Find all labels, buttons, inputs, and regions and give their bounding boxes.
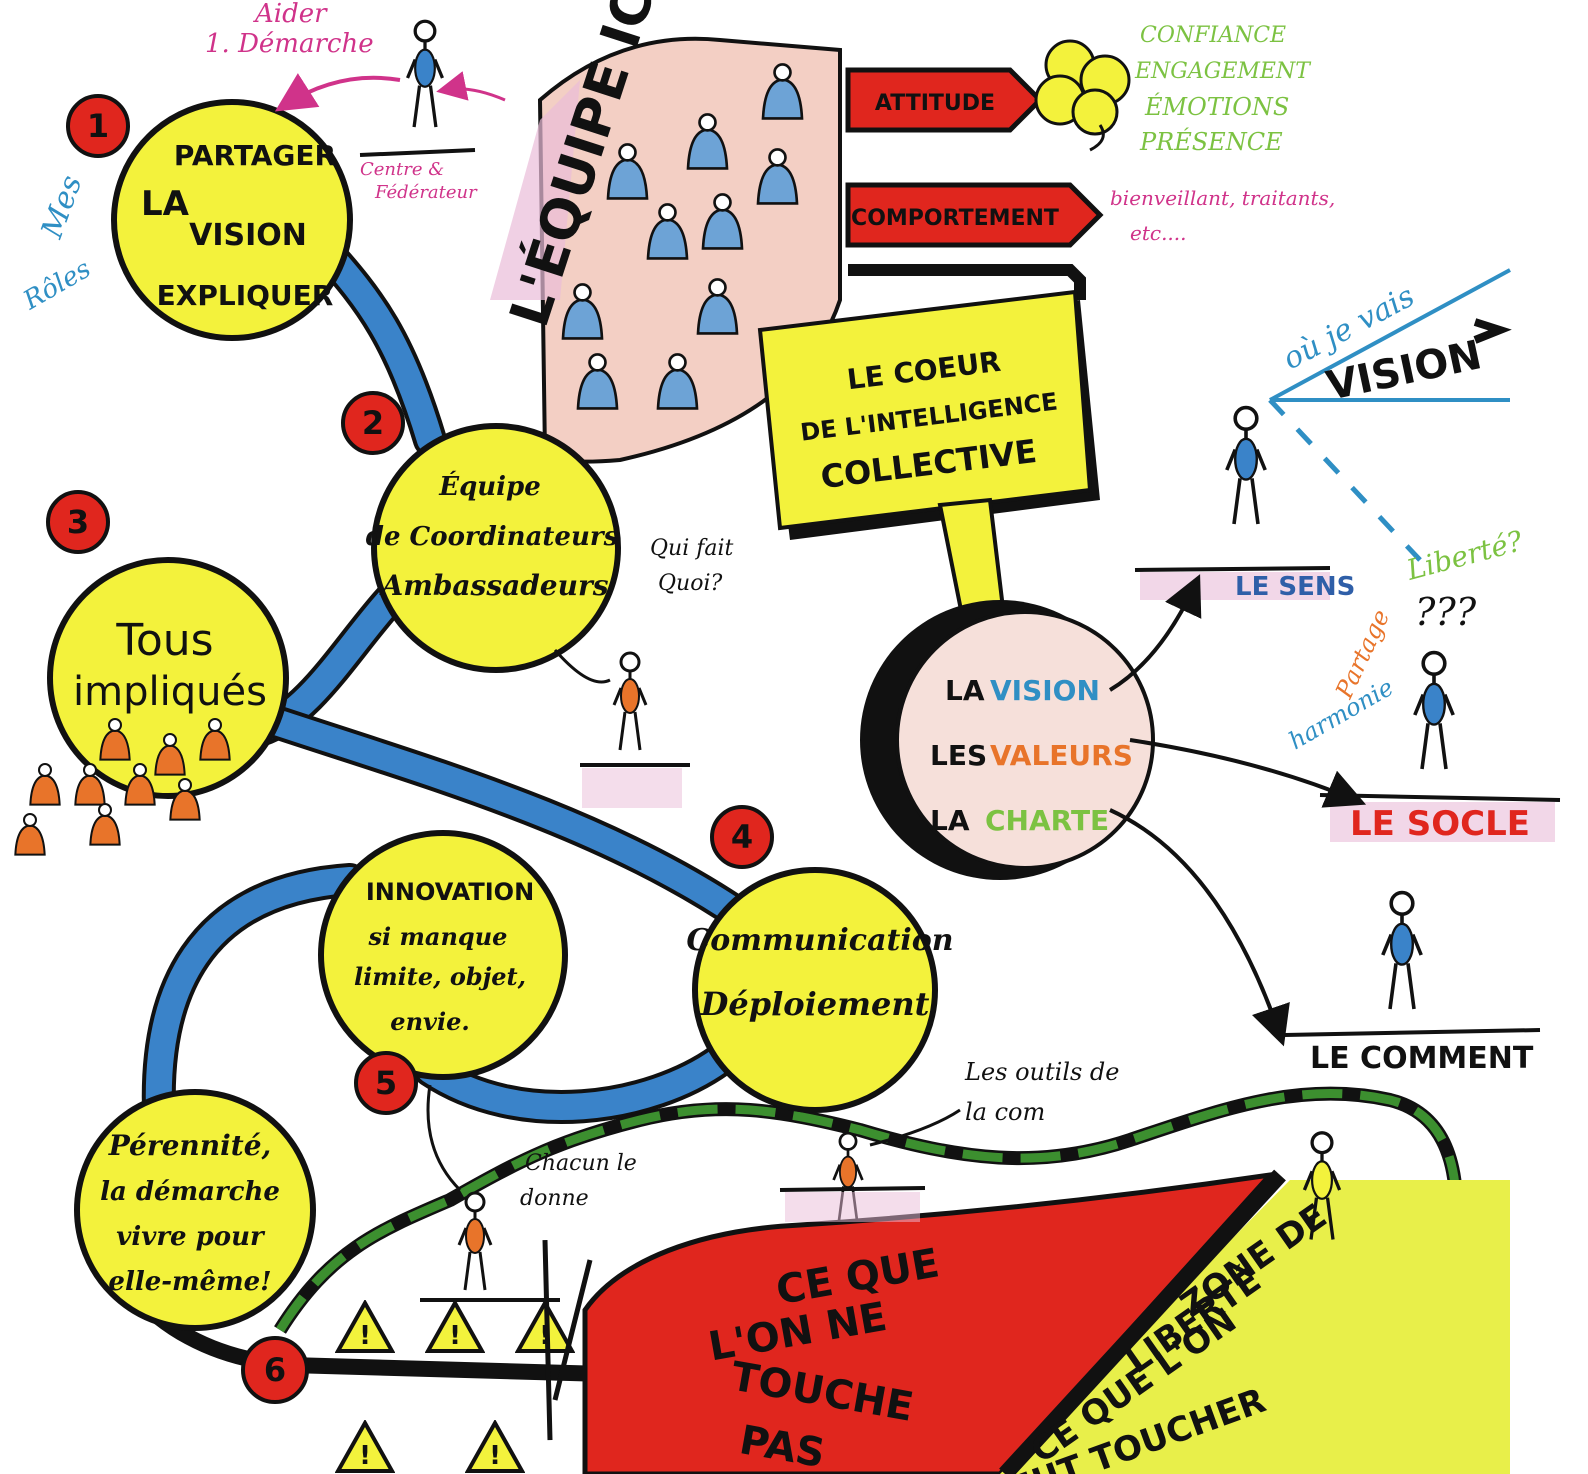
attitude-word-3: ÉMOTIONS <box>1144 92 1289 121</box>
innovation-line-1: INNOVATION <box>366 878 534 906</box>
outils-line-2: la com <box>965 1098 1045 1126</box>
centre-valeurs: VALEURS <box>990 739 1133 772</box>
side-note-mes: Mes <box>34 171 89 244</box>
step-badges <box>46 94 774 1404</box>
perennite-line-1: Pérennité, <box>108 1129 272 1162</box>
platform-sens: LE SENS <box>1235 572 1355 602</box>
communication-line-2: Déploiement <box>700 985 930 1023</box>
circle-innovation <box>318 830 568 1080</box>
arrows <box>274 71 1512 1192</box>
partager-line-1: PARTAGER <box>174 139 336 172</box>
chacun-line-2: donne <box>520 1186 589 1211</box>
centre-vision: VISION <box>990 674 1100 707</box>
step-2: 2 <box>362 404 384 442</box>
step-6: 6 <box>264 1351 286 1389</box>
circle-communication <box>692 867 938 1113</box>
qui-fait-line-2: Quoi? <box>658 571 722 596</box>
attitude-label: ATTITUDE <box>875 91 995 116</box>
step-3: 3 <box>67 503 89 541</box>
centre-la-1: LA <box>945 674 985 707</box>
centre-charte: CHARTE <box>985 804 1109 837</box>
comportement-label: COMPORTEMENT <box>851 206 1059 231</box>
attitude-word-1: CONFIANCE <box>1140 23 1286 48</box>
circle-ambassadeurs <box>371 423 621 673</box>
partager-line-3: VISION <box>189 218 307 253</box>
perennite-line-4: elle-même! <box>108 1267 271 1297</box>
ambassadeurs-line-1: Équipe <box>438 470 541 502</box>
innovation-line-3: limite, objet, <box>354 962 526 991</box>
innovation-line-4: envie. <box>390 1007 469 1036</box>
attitude-word-4: PRÉSENCE <box>1139 127 1283 156</box>
circle-centre <box>860 600 1155 880</box>
attitude-word-2: ENGAGEMENT <box>1134 59 1312 84</box>
ambassadeurs-line-3: Ambassadeurs <box>378 569 608 602</box>
step-1: 1 <box>87 107 109 145</box>
zone-green <box>999 1169 1510 1474</box>
top-note-line-2: 1. Démarche <box>205 29 374 59</box>
ambassadeurs-line-2: de Coordinateurs <box>366 522 619 552</box>
platforms <box>359 148 1561 1302</box>
perennite-line-3: vivre pour <box>116 1222 266 1252</box>
centre-note-line-1: Centre & <box>360 159 444 180</box>
top-note-line-1: Aider <box>253 0 328 29</box>
tous-line-2: impliqués <box>73 669 267 715</box>
warning-icons <box>336 1301 574 1473</box>
partager-line-2: LA <box>141 184 190 224</box>
circle-partager <box>111 99 353 341</box>
attitude-flag <box>845 67 1044 133</box>
questions-label: ??? <box>1415 590 1477 634</box>
platform-socle: LE SOCLE <box>1350 804 1530 844</box>
liberte-label: Liberté? <box>1402 524 1527 587</box>
partager-line-4: EXPLIQUER <box>157 279 334 312</box>
comportement-word-1: bienveillant, traitants, <box>1110 186 1335 210</box>
comportement-word-2: etc.... <box>1130 221 1187 245</box>
communication-line-1: Communication <box>686 923 953 958</box>
perennite-line-2: la démarche <box>100 1177 280 1207</box>
centre-note-line-2: Fédérateur <box>374 182 478 203</box>
outils-line-1: Les outils de <box>964 1058 1120 1086</box>
step-4: 4 <box>731 818 753 856</box>
comportement-flag <box>845 182 1104 248</box>
side-note-roles: Rôles <box>18 254 96 317</box>
tous-line-1: Tous <box>115 615 213 666</box>
circle-perennite <box>74 1089 316 1331</box>
centre-la-2: LA <box>930 804 970 837</box>
platform-comment: LE COMMENT <box>1310 1041 1534 1076</box>
qui-fait-line-1: Qui fait <box>650 536 734 561</box>
centre-les: LES <box>930 739 987 772</box>
step-5: 5 <box>375 1064 397 1102</box>
chacun-line-1: Chacun le <box>525 1151 637 1176</box>
clover-icon <box>1034 39 1131 152</box>
innovation-line-2: si manque <box>368 922 508 951</box>
